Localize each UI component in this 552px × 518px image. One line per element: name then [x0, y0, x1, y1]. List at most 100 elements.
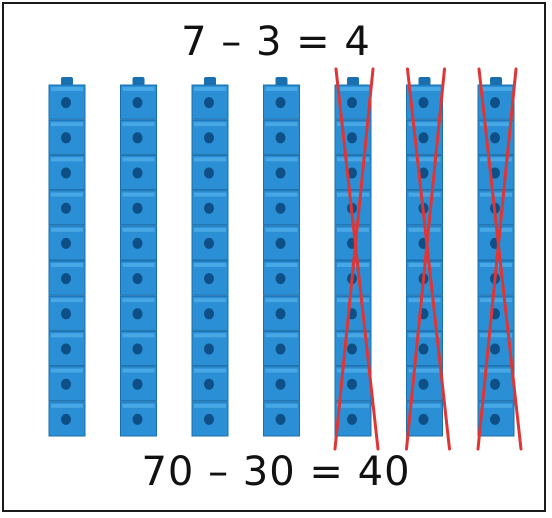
cube-hole — [61, 308, 71, 319]
cube-hole — [347, 344, 357, 355]
equation-tens: 70 – 30 = 40 — [0, 452, 552, 492]
cube-hole — [276, 203, 286, 214]
cube-hole — [204, 132, 214, 143]
cube-hole — [419, 379, 429, 390]
unit-cube — [192, 191, 228, 225]
cube-hole — [204, 168, 214, 179]
unit-cube — [192, 261, 228, 295]
unit-cube — [121, 261, 157, 295]
cube-hole — [133, 97, 143, 108]
unit-cube — [335, 155, 371, 189]
unit-cube — [49, 296, 85, 330]
unit-cube — [192, 226, 228, 260]
cube-hole — [490, 414, 500, 425]
cube-hole — [276, 132, 286, 143]
cube-hole — [133, 132, 143, 143]
ten-rod — [478, 69, 521, 449]
cube-hole — [133, 344, 143, 355]
ten-rod — [335, 69, 378, 449]
cube-hole — [133, 379, 143, 390]
unit-cube — [49, 226, 85, 260]
cube-hole — [133, 273, 143, 284]
cube-hole — [276, 97, 286, 108]
cube-hole — [61, 379, 71, 390]
cube-hole — [61, 168, 71, 179]
unit-cube — [192, 120, 228, 154]
unit-cube — [121, 367, 157, 401]
unit-cube — [192, 402, 228, 436]
cube-hole — [347, 97, 357, 108]
cube-hole — [490, 97, 500, 108]
unit-cube — [192, 85, 228, 119]
ten-rod — [407, 69, 450, 449]
cube-hole — [133, 238, 143, 249]
unit-cube — [121, 331, 157, 365]
cube-hole — [204, 238, 214, 249]
ten-rod — [192, 77, 228, 436]
cube-hole — [204, 379, 214, 390]
cube-hole — [276, 344, 286, 355]
unit-cube — [264, 85, 300, 119]
unit-cube — [121, 296, 157, 330]
unit-cube — [264, 331, 300, 365]
cube-hole — [419, 414, 429, 425]
ten-rod — [264, 77, 300, 436]
cube-hole — [490, 132, 500, 143]
unit-cube — [121, 191, 157, 225]
cube-hole — [133, 308, 143, 319]
cube-hole — [419, 344, 429, 355]
unit-cube — [121, 120, 157, 154]
cube-hole — [490, 344, 500, 355]
cube-hole — [61, 273, 71, 284]
unit-cube — [264, 261, 300, 295]
cube-hole — [204, 203, 214, 214]
unit-cube — [264, 155, 300, 189]
cube-hole — [61, 97, 71, 108]
cube-hole — [61, 414, 71, 425]
cube-hole — [133, 414, 143, 425]
unit-cube — [49, 261, 85, 295]
unit-cube — [121, 226, 157, 260]
unit-cube — [121, 402, 157, 436]
unit-cube — [264, 226, 300, 260]
cube-hole — [61, 132, 71, 143]
unit-cube — [192, 155, 228, 189]
cube-hole — [276, 308, 286, 319]
cube-hole — [204, 344, 214, 355]
unit-cube — [192, 331, 228, 365]
cube-hole — [61, 203, 71, 214]
cube-hole — [419, 132, 429, 143]
cube-hole — [490, 379, 500, 390]
unit-cube — [49, 155, 85, 189]
cube-hole — [204, 273, 214, 284]
cube-hole — [276, 168, 286, 179]
unit-cube — [49, 402, 85, 436]
cube-hole — [204, 414, 214, 425]
unit-cube — [264, 367, 300, 401]
unit-cube — [49, 85, 85, 119]
unit-cube — [49, 120, 85, 154]
cube-hole — [347, 379, 357, 390]
cube-hole — [61, 238, 71, 249]
unit-cube — [264, 120, 300, 154]
unit-cube — [49, 331, 85, 365]
ten-rod — [121, 77, 157, 436]
unit-cube — [264, 296, 300, 330]
unit-cube — [121, 85, 157, 119]
cube-hole — [276, 273, 286, 284]
unit-cube — [264, 191, 300, 225]
cube-hole — [276, 238, 286, 249]
cube-hole — [204, 308, 214, 319]
unit-cube — [478, 155, 514, 189]
unit-cube — [49, 367, 85, 401]
cube-hole — [347, 132, 357, 143]
unit-cube — [49, 191, 85, 225]
cube-hole — [276, 379, 286, 390]
ten-rod — [49, 77, 85, 436]
unit-cube — [407, 155, 443, 189]
unit-cube — [121, 155, 157, 189]
unit-cube — [192, 296, 228, 330]
cube-hole — [276, 414, 286, 425]
cube-hole — [133, 168, 143, 179]
